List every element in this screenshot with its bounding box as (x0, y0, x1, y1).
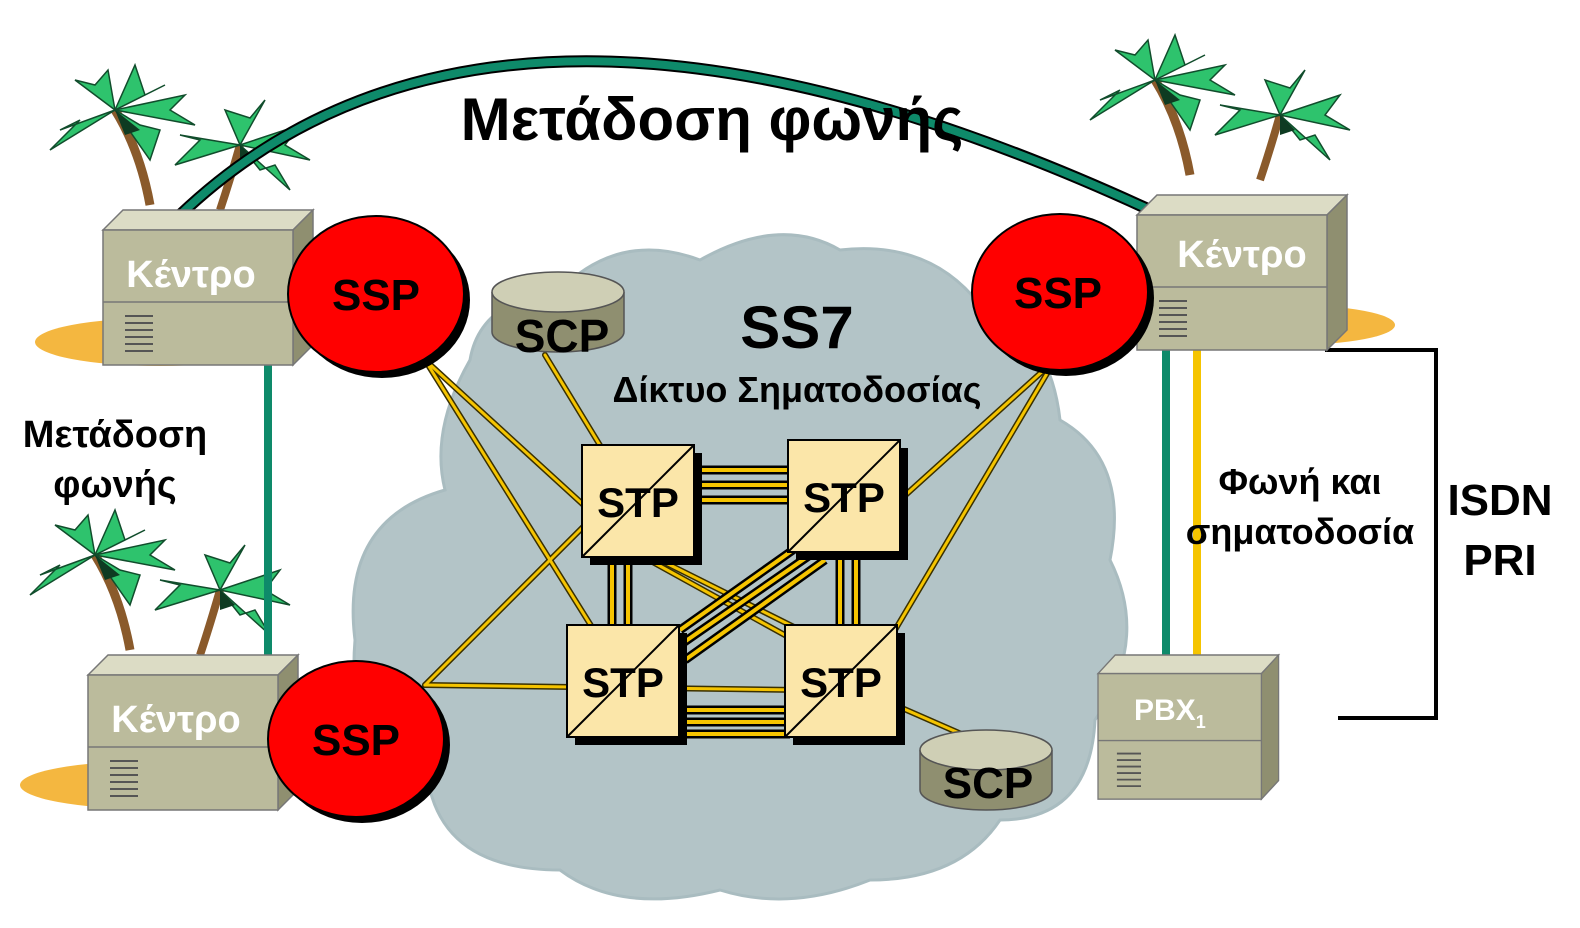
voice-signaling-label-line2: σηματοδοσία (1186, 511, 1414, 552)
pbx-label: PBX1 (1134, 694, 1206, 732)
ssp-label: SSP (1014, 269, 1102, 318)
switch-bottom-left: Κέντρο (87, 654, 299, 811)
left-voice-label-line2: φωνής (53, 464, 176, 506)
scp-label: SCP (943, 759, 1033, 808)
ssp-node-top-right: SSP (971, 213, 1154, 376)
stp-node-bottom-right: STP (784, 624, 906, 746)
switch-top-left: Κέντρο (102, 209, 314, 366)
isdn-label-line1: ISDN (1447, 476, 1552, 525)
isdn-bracket (1325, 348, 1438, 720)
scp-label: SCP (515, 310, 610, 362)
stp-label: STP (597, 479, 679, 526)
ssp-node-bottom-left: SSP (267, 660, 450, 823)
ssp-label: SSP (312, 716, 400, 765)
scp-node-bottom: SCP (919, 729, 1053, 811)
scp-node-top: SCP (491, 271, 625, 362)
cloud-subtitle: Δίκτυο Σηματοδοσίας (612, 369, 981, 410)
diagram-title: Μετάδοση φωνής (461, 86, 964, 153)
switch-top-right: Κέντρο (1136, 194, 1348, 351)
switch-label: Κέντρο (1177, 234, 1306, 276)
stp-mesh-links (607, 465, 861, 739)
isdn-label-line2: PRI (1463, 536, 1536, 585)
stp-label: STP (803, 474, 885, 521)
stp-node-top-left: STP (581, 444, 703, 566)
switch-label: Κέντρο (126, 254, 255, 296)
palm-tree-icon (1090, 35, 1350, 180)
cloud-title: SS7 (740, 294, 853, 361)
switch-box-icon (1097, 654, 1280, 801)
left-voice-label-line1: Μετάδοση (23, 414, 207, 456)
stp-label: STP (582, 659, 664, 706)
voice-signaling-label-line1: Φωνή και (1219, 461, 1382, 502)
stp-node-top-right: STP (787, 439, 909, 561)
switch-label: Κέντρο (111, 699, 240, 741)
stp-node-bottom-left: STP (566, 624, 688, 746)
pbx-node: PBX1 (1097, 654, 1280, 801)
ssp-node-top-left: SSP (287, 215, 470, 378)
palm-tree-icon (30, 510, 290, 655)
stp-label: STP (800, 659, 882, 706)
ssp-label: SSP (332, 271, 420, 320)
